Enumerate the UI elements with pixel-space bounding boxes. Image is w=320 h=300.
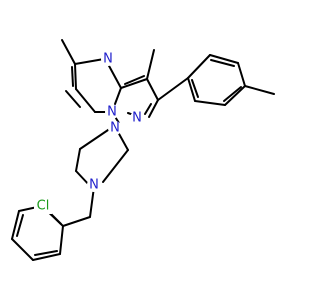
atom-nitrogen: N [101, 52, 115, 67]
atom-label-n-pyrazole: N [132, 111, 142, 126]
bond [74, 63, 77, 90]
bond [237, 62, 246, 87]
bond [11, 210, 20, 240]
bond [16, 214, 24, 237]
bond [148, 99, 159, 118]
bond [244, 85, 275, 95]
bond [61, 39, 76, 65]
atom-label-n-pyrimidine: N [103, 52, 113, 67]
bond [146, 78, 159, 101]
bond [187, 77, 196, 102]
bond [187, 54, 211, 79]
atom-nitrogen: N [108, 121, 122, 136]
molecule-structure: N N N N N Cl [11, 39, 275, 261]
bond [71, 66, 74, 87]
bond [34, 250, 58, 256]
atom-label-cl: Cl [37, 199, 50, 214]
bond [117, 131, 129, 151]
bond [120, 78, 148, 89]
bond [62, 216, 91, 227]
bond [65, 90, 81, 108]
bond [146, 49, 155, 80]
atom-label-n-piperazine-bottom: N [89, 178, 99, 193]
atom-nitrogen: N [105, 105, 119, 120]
atom-nitrogen: N [87, 178, 101, 193]
bond [74, 58, 105, 65]
bond [194, 100, 226, 106]
bond [124, 75, 145, 85]
bond [144, 103, 152, 115]
bond [89, 186, 95, 218]
bond [75, 88, 96, 113]
bond-layer [11, 39, 275, 261]
bond [209, 54, 239, 64]
bond [224, 85, 246, 106]
bond [191, 79, 199, 98]
bond [210, 59, 235, 67]
bond [114, 87, 122, 105]
bond [107, 63, 122, 89]
bond [32, 253, 61, 261]
bond [102, 149, 129, 183]
bond [11, 238, 34, 261]
bond [79, 127, 112, 150]
bond [157, 77, 189, 101]
bond [75, 148, 81, 172]
bond [223, 86, 242, 102]
atom-label-n-bridge: N [107, 105, 117, 120]
atom-nitrogen: N [130, 111, 144, 126]
atom-label-layer: N N N N N Cl [34, 52, 144, 214]
bond [59, 225, 64, 255]
atom-label-n-piperazine-top: N [110, 121, 120, 136]
atom-chlorine: Cl [34, 198, 52, 214]
